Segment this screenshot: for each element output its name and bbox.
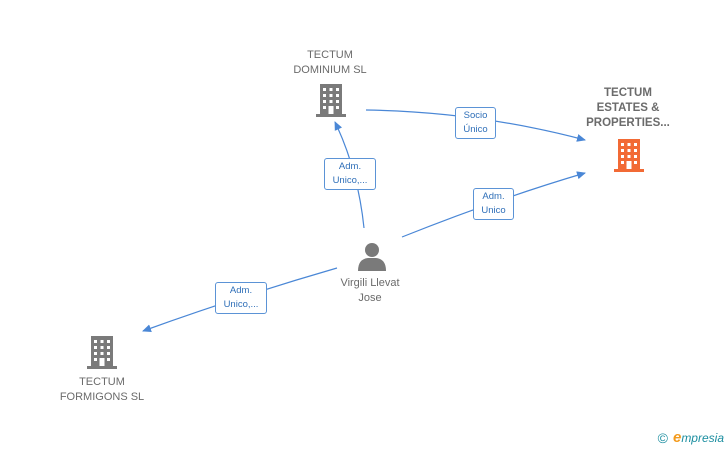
node-label-line: PROPERTIES...: [586, 117, 670, 129]
edge-label-line: Adm.: [229, 285, 253, 296]
node-label-line: TECTUM: [307, 49, 353, 61]
node-label-dominium[interactable]: TECTUM DOMINIUM SL: [270, 48, 390, 78]
edge-label-line: Unico: [481, 205, 506, 216]
copyright-symbol: ©: [657, 429, 668, 446]
building-icon[interactable]: [316, 84, 346, 117]
building-icon[interactable]: [87, 336, 117, 369]
node-label-line: TECTUM: [604, 87, 652, 99]
edge-label-line: Adm.: [482, 191, 505, 202]
edge-label-adm-estates[interactable]: Adm. Unico: [473, 188, 514, 220]
brand-initial: e: [672, 429, 682, 446]
building-icon[interactable]: [614, 139, 644, 172]
node-label-line: TECTUM: [79, 376, 125, 388]
edge-label-adm-dominium[interactable]: Adm. Unico,...: [324, 158, 376, 190]
person-icon[interactable]: [358, 243, 386, 271]
node-label-line: ESTATES &: [596, 102, 660, 114]
edge-label-line: Adm.: [338, 161, 362, 172]
edge-label-socio[interactable]: Socio Único: [455, 107, 496, 139]
edge-label-line: Socio: [463, 110, 488, 121]
node-label-formigons[interactable]: TECTUM FORMIGONS SL: [42, 375, 162, 405]
edge-label-line: Unico,...: [223, 299, 259, 310]
edge-label-line: Unico,...: [332, 175, 368, 186]
node-label-line: Jose: [358, 292, 382, 304]
brand-logo: © empresia: [658, 429, 724, 446]
brand-name: mpresia: [681, 431, 724, 445]
node-label-estates[interactable]: TECTUM ESTATES & PROPERTIES...: [568, 86, 688, 131]
edge-label-line: Único: [463, 124, 488, 135]
node-label-line: Virgili Llevat: [340, 277, 400, 289]
node-label-line: FORMIGONS SL: [59, 391, 145, 403]
edge-label-adm-formigons[interactable]: Adm. Unico,...: [215, 282, 267, 314]
node-label-person[interactable]: Virgili Llevat Jose: [310, 276, 430, 306]
node-label-line: DOMINIUM SL: [293, 64, 367, 76]
